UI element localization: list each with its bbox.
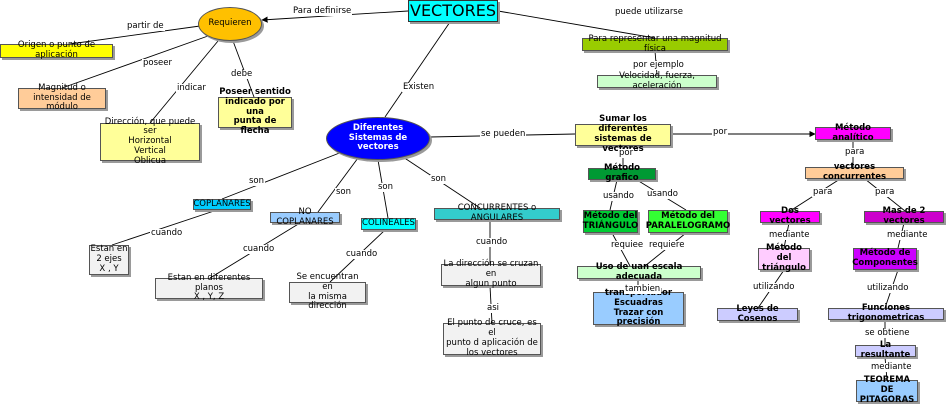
link-label-por-analitico: por: [712, 127, 729, 138]
link-label-se-obtiene: se obtiene: [864, 328, 911, 339]
link-label-para-mas2: para: [874, 187, 896, 198]
link-label-usando-triangulo: usando: [602, 191, 636, 202]
node-paralelogramo[interactable]: Método del PARALELOGRAMO: [646, 210, 730, 233]
link-label-requiere: requiere: [648, 240, 686, 251]
edge-requieren-direccion: [149, 40, 219, 124]
node-mtriangulo[interactable]: Método del triángulo: [758, 243, 810, 273]
node-grafico[interactable]: Método grafico: [588, 163, 656, 183]
node-planos[interactable]: Estan en diferentes planos X , Y, Z: [155, 273, 263, 302]
edge-coplanares-dosejes: [111, 208, 221, 246]
node-misma[interactable]: Se encuentran en la misma dirección: [289, 272, 366, 311]
link-label-existen: Existen: [402, 82, 436, 93]
node-concurrentesang[interactable]: CONCURRENTES o ANGULARES: [434, 203, 560, 223]
node-pitagoras[interactable]: TEOREMA DE PITAGORAS: [856, 375, 918, 405]
node-vconcurrentes[interactable]: vectores concurrentes: [805, 162, 904, 182]
node-cruce[interactable]: El punto de cruce, es el punto d aplicac…: [443, 319, 541, 358]
node-diferentes[interactable]: Diferentes Sistemas de vectores: [326, 117, 430, 160]
node-cosenos[interactable]: Leyes de Cosenos: [717, 304, 798, 323]
link-label-son-colineales: son: [377, 182, 395, 193]
link-label-partir-de: partir de: [126, 21, 165, 32]
link-label-se-pueden: se pueden: [480, 129, 527, 140]
edge-requieren-poseer: [232, 40, 255, 98]
node-resultante[interactable]: La resultante: [855, 340, 916, 360]
node-componentes[interactable]: Método de Componentes: [852, 248, 918, 270]
edge-vectores-diferentes: [384, 21, 451, 118]
node-nocoplanares[interactable]: NO COPLANARES: [270, 207, 340, 226]
link-label-indicar: indicar: [176, 83, 207, 94]
node-vectores[interactable]: VECTORES: [408, 0, 498, 22]
node-triangulo[interactable]: Método del TRIÁNGULO: [583, 210, 638, 233]
node-velocidad[interactable]: Velocidad, fuerza, aceleración: [597, 71, 717, 90]
edge-diferentes-nocoplanares: [317, 157, 359, 213]
link-label-cuando-nocoplanares: cuando: [242, 244, 276, 255]
link-label-tambien: tambien: [624, 284, 662, 295]
link-label-por-grafico: por: [618, 148, 635, 159]
node-magnitud[interactable]: Magnitud o intensidad de módulo: [18, 83, 106, 112]
link-label-mediante-pitagoras: mediante: [870, 362, 913, 373]
link-label-debe: debe: [230, 69, 254, 80]
link-label-cuando-coplanares: cuando: [150, 228, 184, 239]
node-transportador[interactable]: transportador Escuadras Trazar con preci…: [593, 288, 684, 327]
node-coplanares[interactable]: COPLANARES: [193, 198, 251, 210]
edge-diferentes-coplanares: [221, 151, 343, 200]
link-label-utilizando-cosenos: utilizando: [752, 282, 796, 293]
node-dosvectores[interactable]: Dos vectores: [760, 206, 820, 226]
link-label-cuando-concurrentes: cuando: [475, 237, 509, 248]
link-label-son-coplanares: son: [248, 176, 266, 187]
link-label-para-definirse: Para definirse: [292, 6, 353, 17]
link-label-por-ejemplo: por ejemplo: [632, 60, 685, 71]
link-label-mediante-mtriangulo: mediante: [768, 230, 811, 241]
node-representar[interactable]: Para representar una magnitud física: [582, 34, 728, 53]
edge-requieren-origen: [69, 25, 201, 45]
node-poseer[interactable]: Poseer sentido indicado por una punta de…: [218, 87, 292, 137]
link-label-utilizando-funciones: utilizando: [866, 283, 910, 294]
link-label-poseer: poseer: [142, 58, 173, 69]
link-label-para-dosvectores: para: [812, 187, 834, 198]
node-direccion[interactable]: Dirección, que puede ser Horizontal Vert…: [100, 117, 200, 166]
link-label-usando-paralelogramo: usando: [646, 189, 680, 200]
node-sumar[interactable]: Sumar los diferentes sistemas de vectore…: [575, 115, 671, 154]
edge-requieren-magnitud: [61, 35, 209, 89]
link-label-cuando-colineales: cuando: [345, 249, 379, 260]
node-colineales[interactable]: COLINEALES: [361, 218, 416, 230]
link-label-para-vconcurrentes: para: [844, 147, 866, 158]
link-label-asi: asi: [486, 303, 500, 314]
link-label-puede-utilizarse: puede utilizarse: [614, 7, 684, 18]
link-label-requiee: requiee: [610, 240, 645, 251]
node-cruzan[interactable]: La dirección se cruzan en algun punto: [441, 259, 541, 289]
node-requieren[interactable]: Requieren: [198, 7, 262, 41]
edge-vectores-representar: [497, 10, 656, 39]
node-mas2[interactable]: Mas de 2 vectores: [864, 206, 944, 226]
link-label-son-concurrentes: son: [430, 174, 448, 185]
node-funciones[interactable]: Funciones trigonometricas: [828, 303, 944, 323]
node-origen[interactable]: Origen o punto de aplicación: [0, 40, 113, 60]
node-dosejes[interactable]: Estan en 2 ejes X , Y: [89, 244, 129, 275]
link-label-mediante-componentes: mediante: [886, 230, 929, 241]
link-label-son-nocoplanares: son: [335, 187, 353, 198]
node-analitico[interactable]: Método analítico: [815, 123, 891, 142]
node-escala[interactable]: Uso de uan escala adecuada: [577, 262, 701, 281]
